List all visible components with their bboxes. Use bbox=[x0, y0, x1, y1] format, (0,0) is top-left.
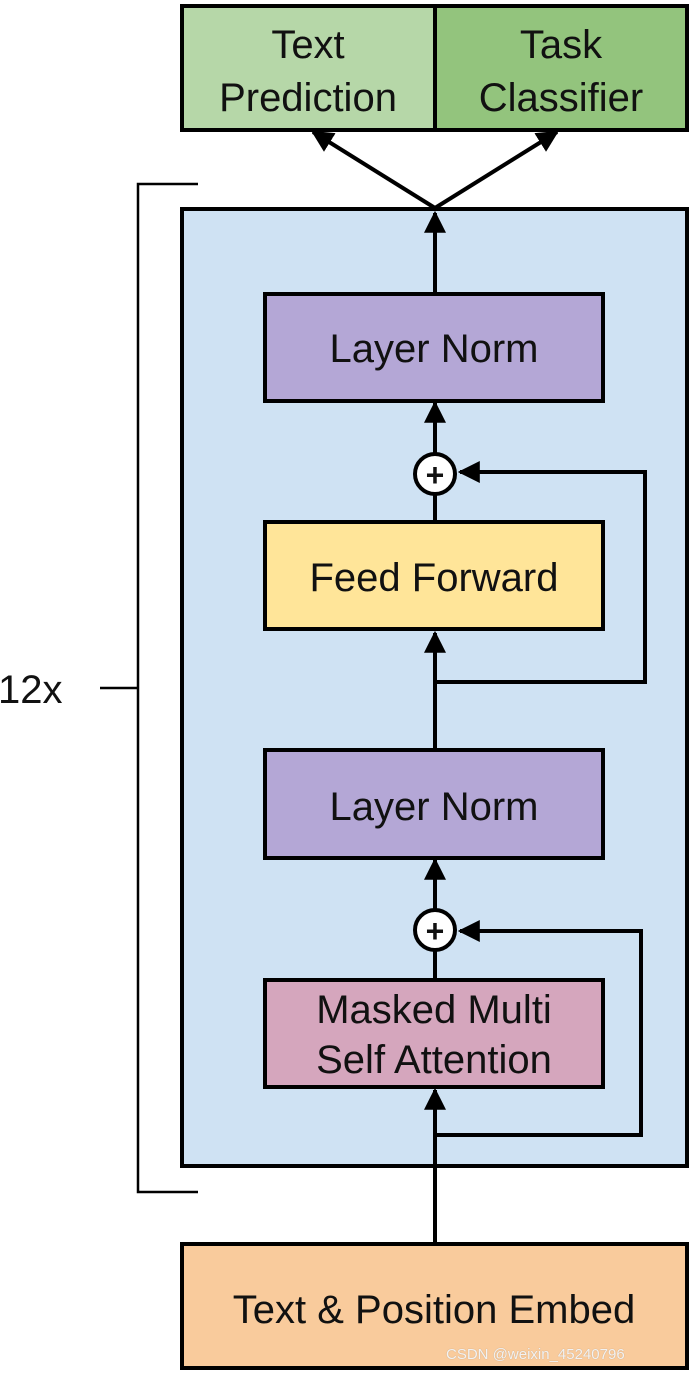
plus-icon: + bbox=[426, 913, 445, 949]
watermark: CSDN @weixin_45240796 bbox=[446, 1346, 625, 1363]
layer-norm-bottom-label: Layer Norm bbox=[330, 785, 539, 829]
task-classifier-label-line2: Classifier bbox=[479, 76, 643, 120]
text-position-embed-label: Text & Position Embed bbox=[233, 1288, 635, 1332]
masked-self-attention-label-line1: Masked Multi bbox=[316, 988, 552, 1032]
add-top-node: + bbox=[413, 452, 457, 496]
repeat-bracket bbox=[100, 182, 198, 1194]
layer-norm-top-box: Layer Norm bbox=[263, 292, 605, 403]
plus-icon: + bbox=[426, 457, 445, 493]
arrow-to-task-classifier bbox=[433, 130, 559, 210]
add-bottom-node: + bbox=[413, 908, 457, 952]
feed-forward-box: Feed Forward bbox=[263, 520, 605, 631]
layer-norm-bottom-box: Layer Norm bbox=[263, 748, 605, 860]
text-position-embed-box: Text & Position Embed bbox=[180, 1242, 689, 1370]
arrow-to-text-prediction bbox=[311, 130, 437, 210]
text-prediction-label-line1: Text bbox=[271, 23, 344, 67]
layer-norm-top-label: Layer Norm bbox=[330, 327, 539, 371]
text-prediction-label-line2: Prediction bbox=[219, 76, 397, 120]
feed-forward-label: Feed Forward bbox=[310, 556, 559, 600]
text-prediction-box: Text Prediction bbox=[180, 4, 437, 132]
residual-connection-feedforward bbox=[435, 461, 647, 684]
task-classifier-box: Task Classifier bbox=[433, 4, 689, 132]
repeat-count-label: 12x bbox=[0, 668, 63, 712]
residual-connection-attention bbox=[435, 920, 643, 1137]
task-classifier-label-line1: Task bbox=[520, 23, 603, 67]
masked-self-attention-box: Masked Multi Self Attention bbox=[263, 978, 605, 1089]
masked-self-attention-label-line2: Self Attention bbox=[316, 1038, 552, 1082]
